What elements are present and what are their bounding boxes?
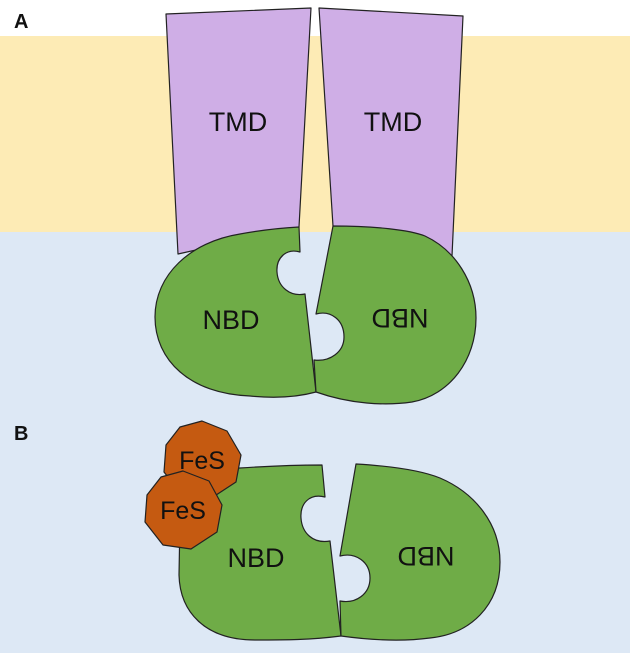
fes-top-label: FeS — [179, 447, 225, 475]
nbd-a-left-label: NBD — [202, 305, 259, 335]
nbd-b-left-label: NBD — [227, 543, 284, 573]
fes-bottom-label: FeS — [160, 497, 206, 525]
panel-a-letter: A — [14, 11, 28, 33]
membrane-band — [0, 36, 630, 232]
panel-b-letter: B — [14, 423, 28, 445]
nbd-b-right — [339, 463, 501, 641]
nbd-a-right — [313, 225, 477, 405]
nbd-a-left — [154, 226, 317, 398]
tmd-left-label: TMD — [209, 107, 267, 137]
fes-cluster-bottom — [144, 470, 223, 550]
nbd-a-right-label: NBD — [371, 303, 428, 333]
nbd-b-right-label: NBD — [397, 541, 454, 571]
extracellular-region — [0, 0, 630, 36]
tmd-right-label: TMD — [364, 107, 422, 137]
